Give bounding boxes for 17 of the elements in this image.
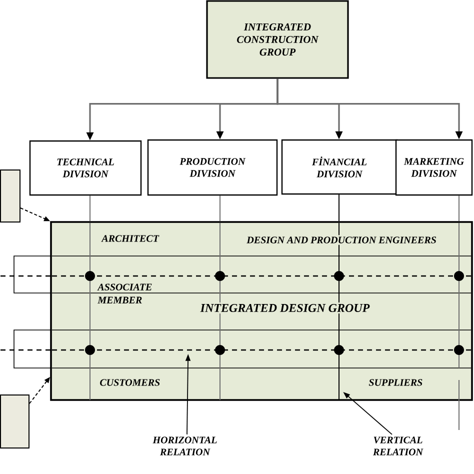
role-label: CUSTOMERS xyxy=(100,379,160,386)
side-box xyxy=(0,170,20,222)
relation-label: VERTICAL RELATION xyxy=(372,436,424,456)
division-box: PRODUCTION DIVISION xyxy=(147,139,278,196)
group-box: INTEGRATED CONSTRUCTION GROUP xyxy=(206,0,349,79)
side-box xyxy=(0,394,30,448)
role-label: ARCHITECT xyxy=(101,235,160,242)
connector-line xyxy=(458,195,460,222)
connector-line xyxy=(338,194,340,222)
division-box: MARKETING DIVISION xyxy=(395,139,473,196)
relation-label: HORIZONTAL RELATION xyxy=(152,436,217,456)
role-label: DESIGN AND PRODUCTION ENGINEERS xyxy=(245,235,438,245)
group-title: INTEGRATED DESIGN GROUP xyxy=(198,302,372,314)
role-label: SUPPLIERS xyxy=(368,379,422,386)
division-box: FİNANCIAL DIVISION xyxy=(281,139,398,195)
division-box: TECHNICAL DIVISION xyxy=(29,140,142,196)
role-label: ASSOCIATE MEMBER xyxy=(97,284,152,304)
